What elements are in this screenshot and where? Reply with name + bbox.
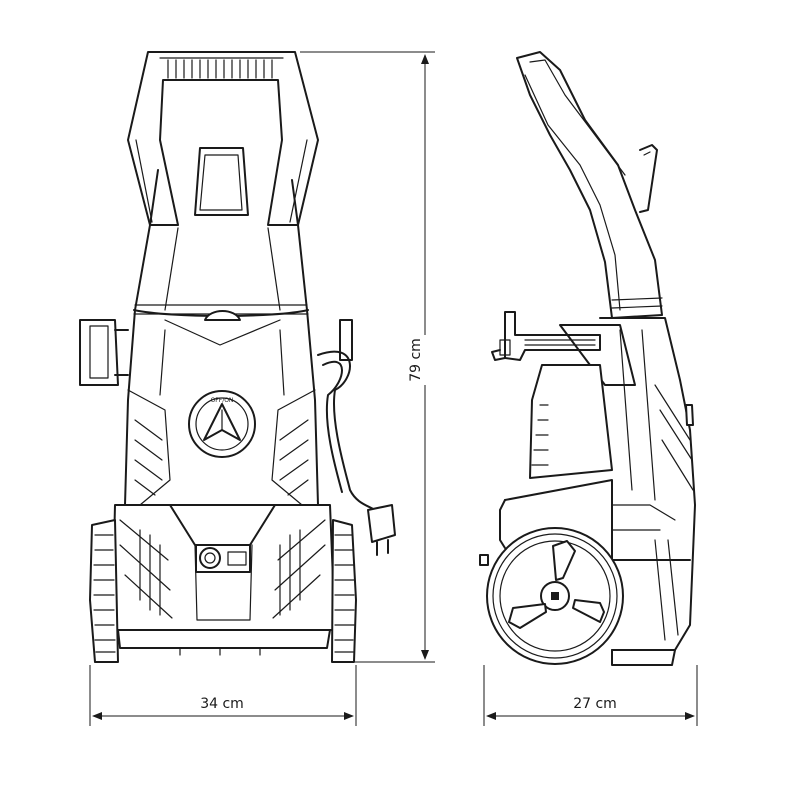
side-wheel — [479, 527, 624, 665]
front-gun-holder — [79, 319, 129, 386]
front-power-cord — [317, 319, 396, 556]
side-base — [499, 479, 691, 666]
front-handle — [127, 51, 319, 226]
handle-grip-ribs — [167, 59, 273, 79]
power-switch-knob[interactable]: OFF/ON — [188, 390, 256, 458]
side-depth-label: 27 cm — [573, 696, 617, 712]
front-base — [111, 504, 336, 656]
side-body — [529, 317, 696, 651]
side-depth-dimension: 27 cm — [483, 665, 698, 726]
side-view — [479, 51, 696, 666]
side-gun-holder — [491, 311, 601, 361]
front-right-wheel — [331, 519, 357, 663]
wheel-spoke — [552, 540, 576, 581]
wheel-spoke — [508, 603, 547, 629]
front-view: OFF/ON — [79, 51, 396, 663]
height-dimension: 79 cm — [300, 51, 435, 663]
switch-label: OFF/ON — [211, 397, 234, 404]
front-width-dimension: 34 cm — [89, 665, 357, 726]
wheel-spoke — [572, 599, 605, 623]
side-handle — [516, 51, 663, 319]
front-left-wheel — [89, 519, 119, 663]
height-label: 79 cm — [408, 338, 424, 382]
front-width-label: 34 cm — [200, 696, 244, 712]
